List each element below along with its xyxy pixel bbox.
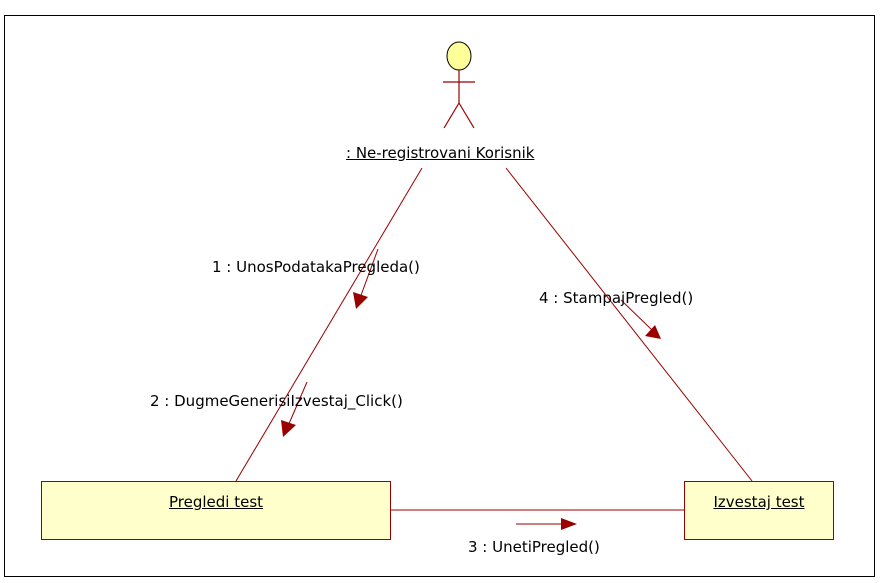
message-3-arrow	[516, 518, 577, 530]
message-1-label: 1 : UnosPodatakaPregleda()	[212, 258, 420, 276]
message-2-label: 2 : DugmeGenerisiIzvestaj_Click()	[150, 392, 403, 410]
stick-figure-actor-icon	[443, 41, 475, 129]
message-1-arrow	[353, 248, 379, 309]
object-name: Izvestaj test	[713, 493, 805, 511]
object-name: Pregledi test	[168, 493, 264, 511]
message-3-label: 3 : UnetiPregled()	[468, 538, 600, 556]
message-2-arrow	[281, 381, 308, 437]
message-4-label: 4 : StampajPregled()	[539, 289, 694, 307]
link-actor-izvestaj	[505, 167, 753, 482]
message-4-arrow	[620, 299, 661, 339]
object-pregledi-test[interactable]: Pregledi test	[41, 481, 391, 540]
actor-label: : Ne-registrovani Korisnik	[346, 144, 535, 162]
object-izvestaj-test[interactable]: Izvestaj test	[684, 481, 834, 540]
link-actor-pregledi	[235, 167, 423, 482]
